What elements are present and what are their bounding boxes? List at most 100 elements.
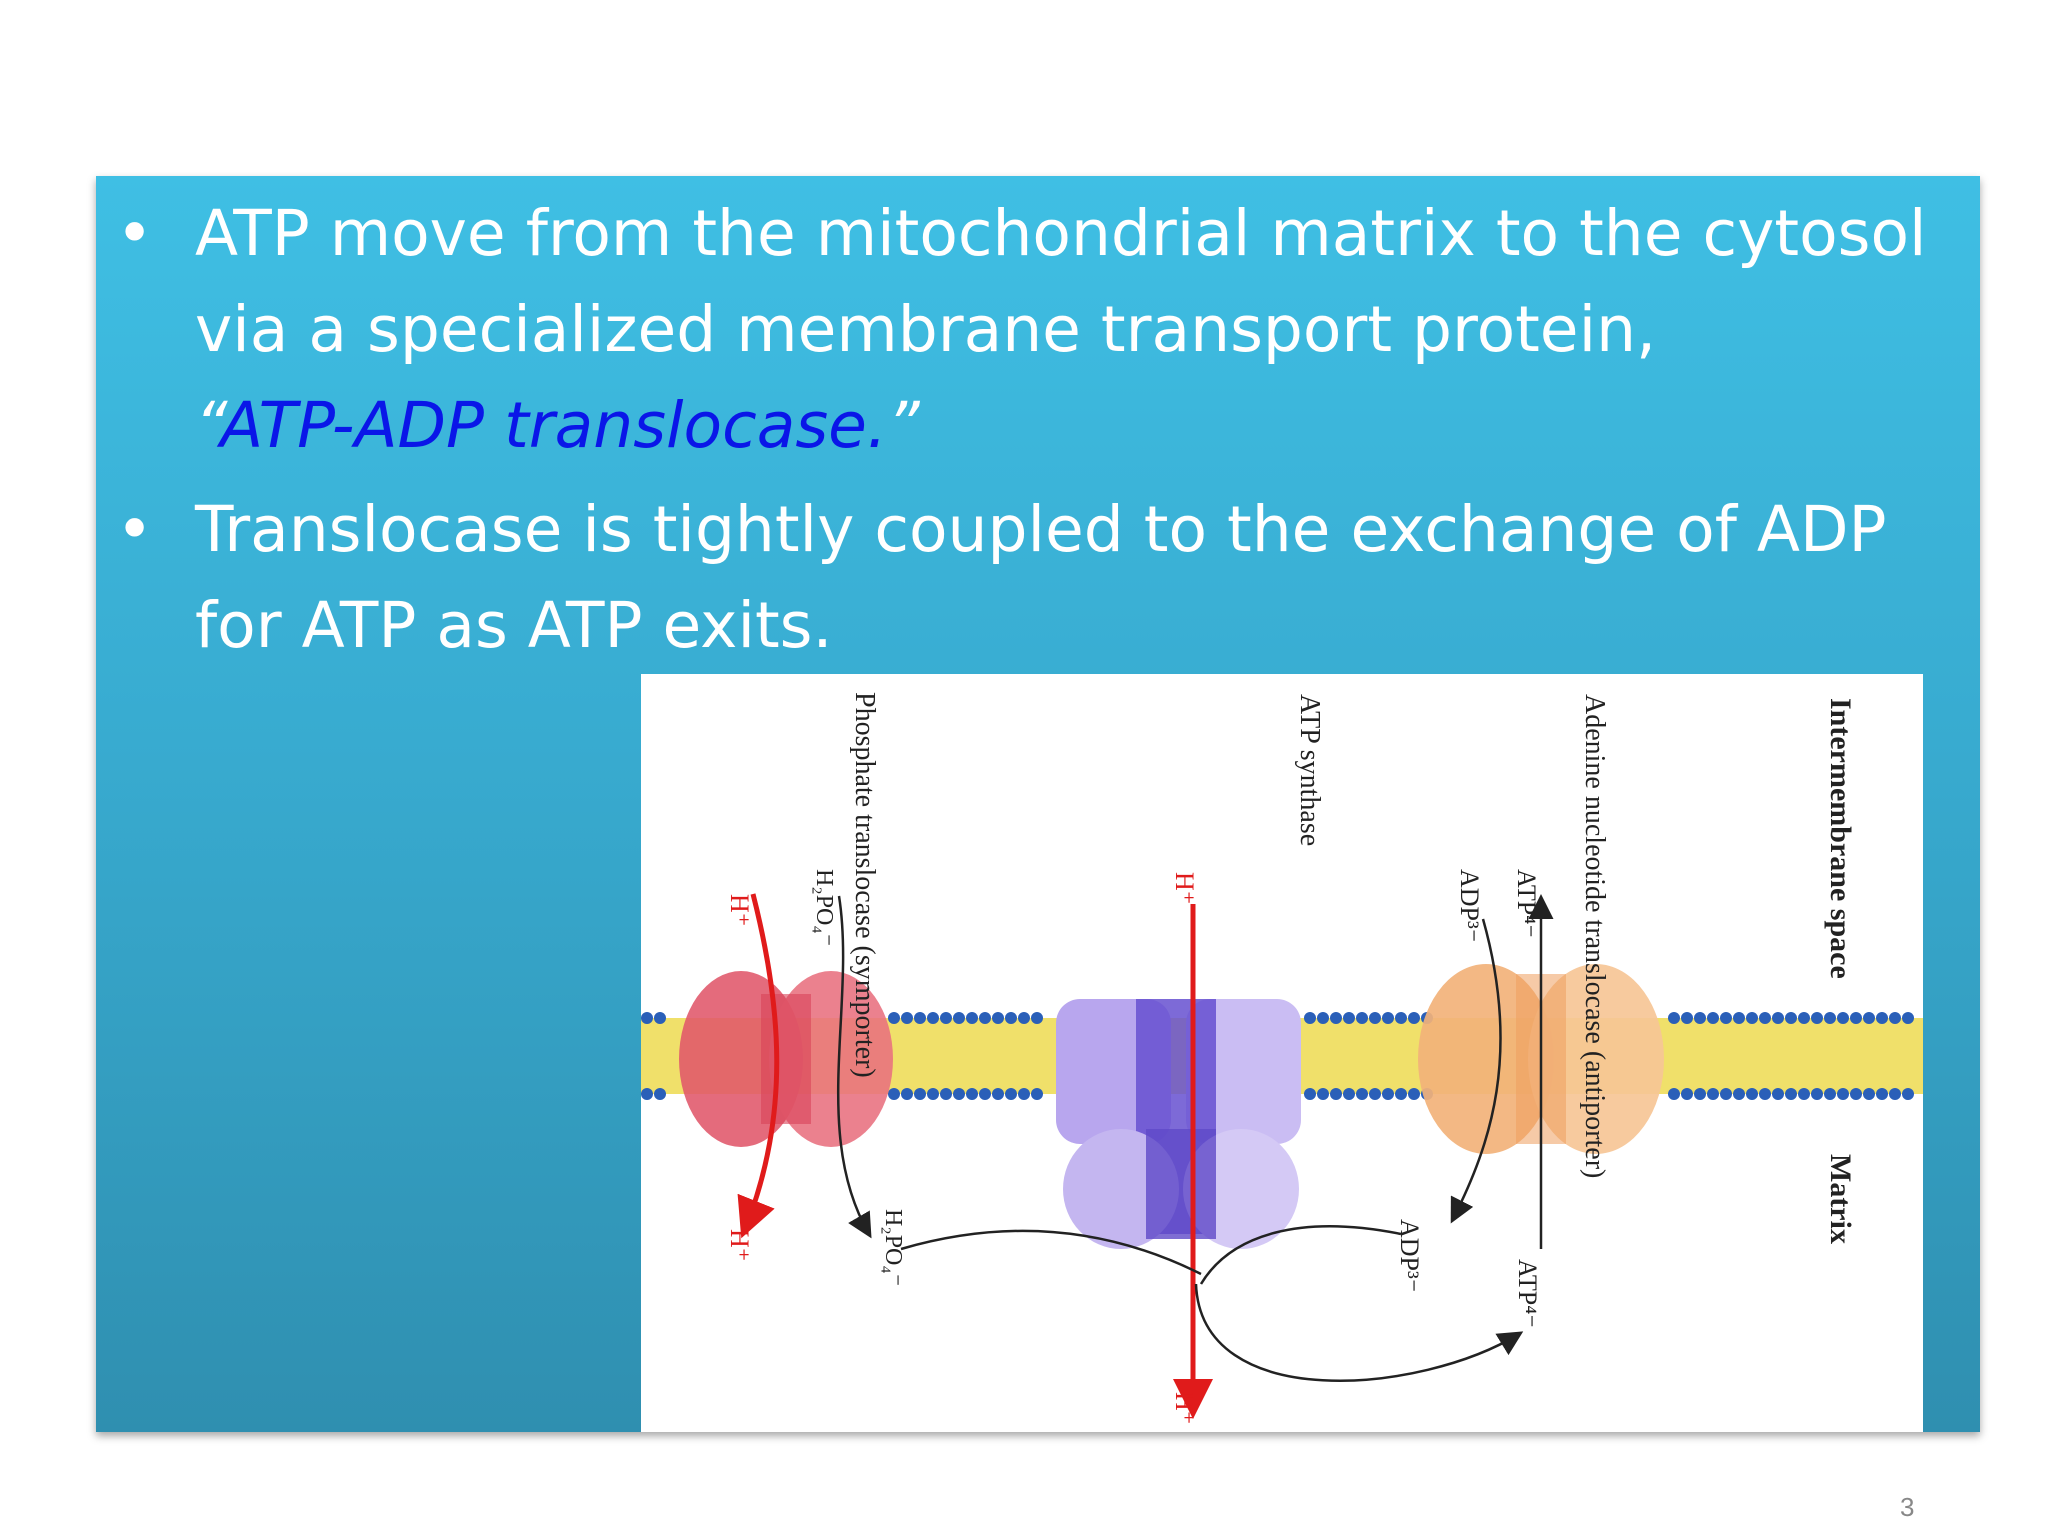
lipid-head	[1824, 1088, 1836, 1100]
lipid-head	[1850, 1012, 1862, 1024]
lipid-head	[1330, 1088, 1342, 1100]
matrix-label: Matrix	[1824, 1154, 1857, 1244]
lipid-head	[1343, 1012, 1355, 1024]
intermembrane-space-label: Intermembrane space	[1824, 698, 1857, 979]
lipid-head	[1902, 1012, 1914, 1024]
lipid-head	[1668, 1088, 1680, 1100]
bullet-list: • ATP move from the mitochondrial matrix…	[96, 186, 1976, 682]
bullet-marker: •	[116, 197, 154, 270]
lipid-head	[1889, 1088, 1901, 1100]
lipid-head	[1005, 1088, 1017, 1100]
symporter-proton-arrow	[737, 893, 780, 1239]
lipid-head	[1395, 1088, 1407, 1100]
lipid-head	[927, 1012, 939, 1024]
lipid-head	[1707, 1012, 1719, 1024]
lipid-head	[1031, 1088, 1043, 1100]
synthase-proton-bottom-label: H⁺	[1170, 1392, 1199, 1425]
phosphate-top-label: H₂PO₄⁻	[811, 869, 837, 946]
lipid-head	[1681, 1088, 1693, 1100]
lipid-head	[1863, 1012, 1875, 1024]
lipid-head	[1668, 1012, 1680, 1024]
lipid-head	[654, 1012, 666, 1024]
bullet-item-atp-movement: • ATP move from the mitochondrial matrix…	[96, 186, 1976, 474]
lipid-head	[953, 1088, 965, 1100]
symporter-label: Phosphate translocase (symporter)	[849, 692, 880, 1078]
atp-top-label: ATP⁴⁻	[1512, 869, 1541, 938]
lipid-head	[1018, 1088, 1030, 1100]
membrane-heads-top	[641, 1012, 1914, 1024]
lipid-head	[1772, 1012, 1784, 1024]
lipid-head	[1304, 1088, 1316, 1100]
lipid-head	[940, 1088, 952, 1100]
lipid-head	[1876, 1012, 1888, 1024]
lipid-head	[1798, 1012, 1810, 1024]
bullet-item-translocase-coupling: • Translocase is tightly coupled to the …	[96, 482, 1976, 674]
lipid-head	[953, 1012, 965, 1024]
lipid-head	[641, 1088, 653, 1100]
lipid-head	[966, 1012, 978, 1024]
quote-close: ”	[886, 389, 920, 462]
bullet-marker: •	[116, 493, 154, 566]
antiporter-protein	[1418, 964, 1664, 1154]
translocase-term: ATP-ADP translocase.	[220, 389, 887, 462]
phosphate-bottom-label: H₂PO₄⁻	[880, 1209, 906, 1286]
lipid-head	[1720, 1088, 1732, 1100]
lipid-head	[1863, 1088, 1875, 1100]
lipid-head	[1408, 1088, 1420, 1100]
lipid-head	[1759, 1012, 1771, 1024]
lipid-head	[901, 1012, 913, 1024]
adp-to-synthase-line	[1199, 1225, 1402, 1285]
lipid-head	[1746, 1012, 1758, 1024]
symporter-proton-top-label: H⁺	[725, 894, 754, 927]
lipid-head	[888, 1012, 900, 1024]
atp-synthase-protein	[1056, 999, 1301, 1249]
lipid-head	[901, 1088, 913, 1100]
lipid-head	[1330, 1012, 1342, 1024]
lipid-head	[1356, 1012, 1368, 1024]
bullet-text: ATP move from the mitochondrial matrix t…	[195, 197, 1927, 366]
lipid-head	[1707, 1088, 1719, 1100]
synthase-proton-top-label: H⁺	[1170, 872, 1199, 905]
lipid-head	[1408, 1012, 1420, 1024]
lipid-head	[1304, 1012, 1316, 1024]
lipid-head	[1382, 1012, 1394, 1024]
membrane-heads-bottom	[641, 1088, 1914, 1100]
lipid-head	[1369, 1012, 1381, 1024]
membrane-transport-diagram: Intermembrane space Matrix Adenine nucle…	[641, 692, 1923, 1425]
antiporter-label: Adenine nucleotide translocase (antiport…	[1579, 694, 1610, 1178]
lipid-head	[1811, 1012, 1823, 1024]
lipid-head	[1681, 1012, 1693, 1024]
lipid-head	[1694, 1012, 1706, 1024]
lipid-head	[1902, 1088, 1914, 1100]
atp-synthase-label: ATP synthase	[1294, 694, 1325, 846]
lipid-head	[940, 1012, 952, 1024]
atp-adp-translocase-figure: Intermembrane space Matrix Adenine nucle…	[641, 674, 1923, 1432]
atp-bottom-label: ATP⁴⁻	[1513, 1259, 1542, 1328]
lipid-head	[927, 1088, 939, 1100]
lipid-head	[888, 1088, 900, 1100]
lipid-head	[1811, 1088, 1823, 1100]
lipid-head	[1317, 1088, 1329, 1100]
lipid-head	[992, 1012, 1004, 1024]
lipid-head	[979, 1012, 991, 1024]
lipid-head	[1720, 1012, 1732, 1024]
lipid-head	[914, 1012, 926, 1024]
lipid-head	[914, 1088, 926, 1100]
lipid-head	[1356, 1088, 1368, 1100]
lipid-head	[1772, 1088, 1784, 1100]
lipid-head	[966, 1088, 978, 1100]
lipid-head	[1850, 1088, 1862, 1100]
lipid-head	[1837, 1012, 1849, 1024]
atp-to-antiporter-arrow	[1194, 1283, 1524, 1382]
lipid-head	[1759, 1088, 1771, 1100]
lipid-head	[1005, 1012, 1017, 1024]
lipid-head	[992, 1088, 1004, 1100]
lipid-head	[1785, 1012, 1797, 1024]
phosphate-to-synthase-line	[900, 1229, 1202, 1276]
symporter-protein	[679, 971, 893, 1147]
lipid-head	[1018, 1012, 1030, 1024]
lipid-head	[1694, 1088, 1706, 1100]
lipid-head	[1798, 1088, 1810, 1100]
lipid-head	[1369, 1088, 1381, 1100]
lipid-head	[1824, 1012, 1836, 1024]
